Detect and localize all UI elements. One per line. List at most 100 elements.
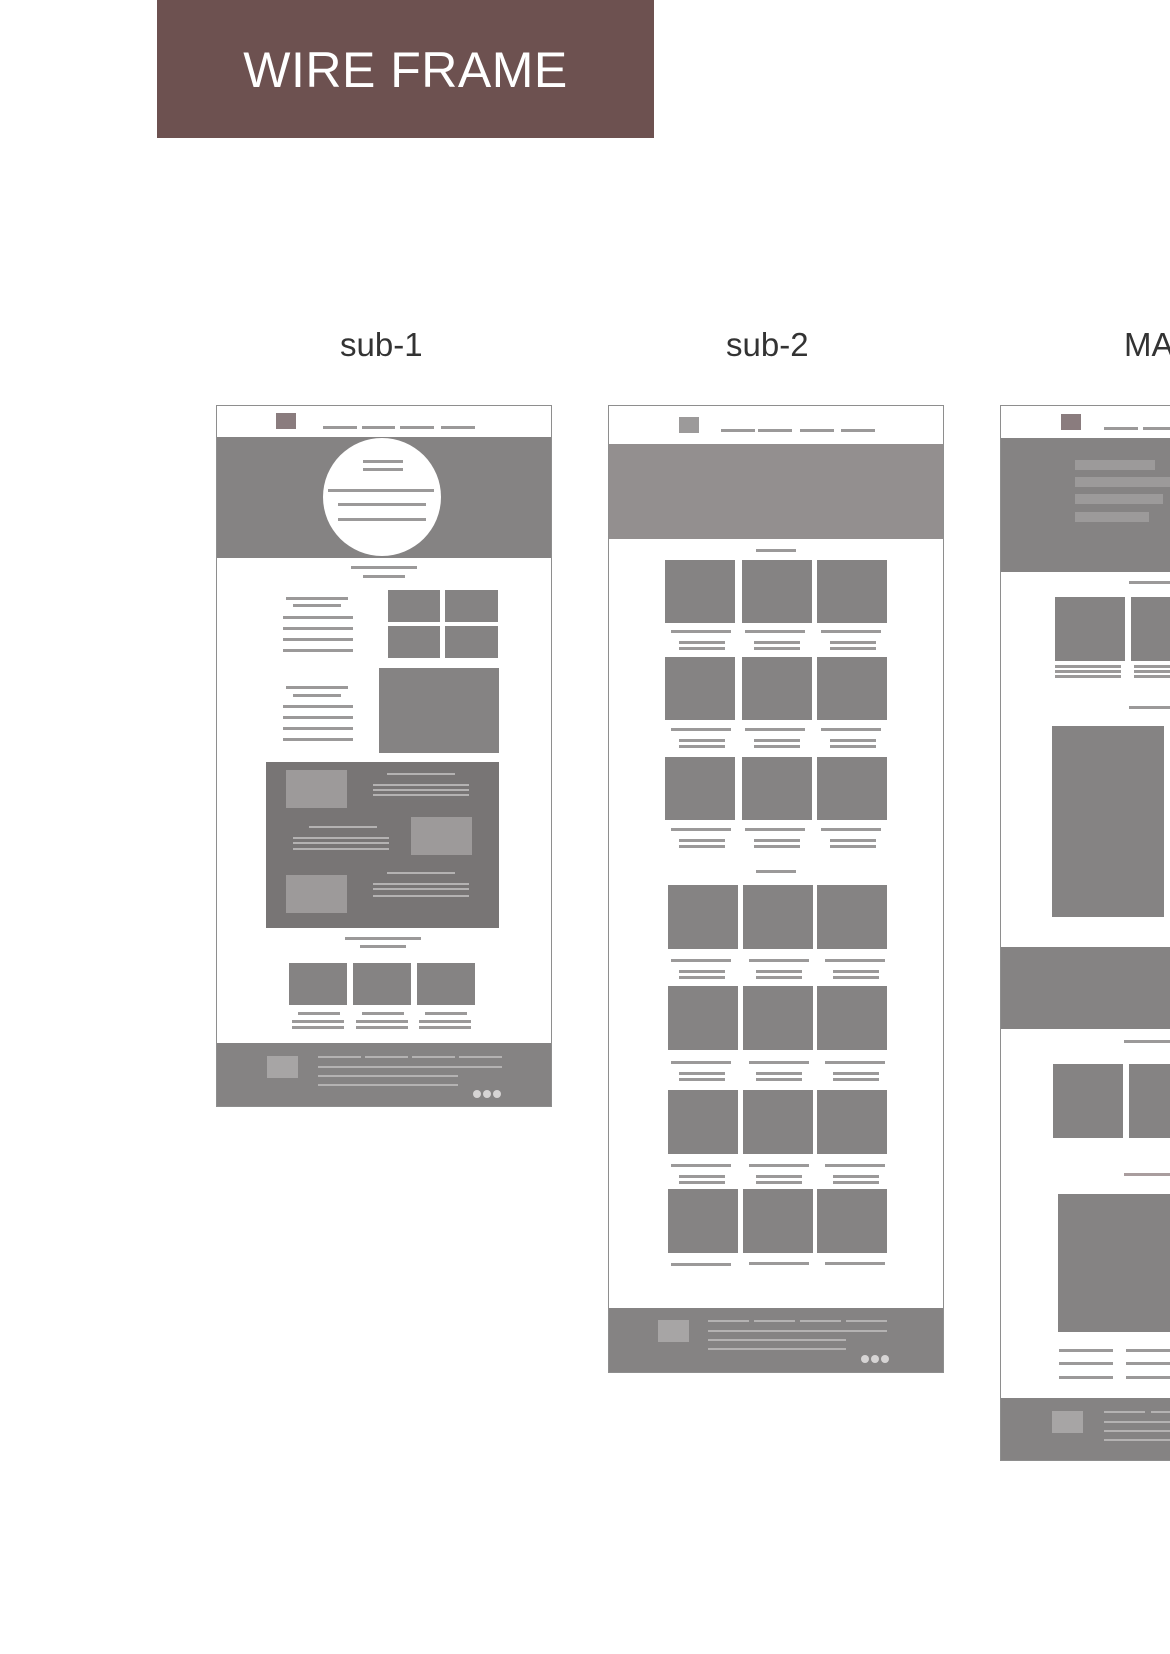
footer-line (318, 1056, 361, 1058)
product-line (671, 959, 731, 962)
footer-line (708, 1330, 887, 1332)
panel-image (411, 817, 472, 855)
text-line (1059, 1349, 1113, 1352)
product-image (665, 657, 735, 720)
footer-line (459, 1056, 502, 1058)
text-line (293, 604, 341, 607)
hero-line (363, 460, 403, 463)
footer-line (708, 1339, 846, 1341)
card-image (417, 963, 475, 1005)
product-image (817, 885, 887, 949)
footer-line (708, 1320, 749, 1322)
product-line (825, 1061, 885, 1064)
product-line (679, 845, 725, 848)
product-image (817, 1189, 887, 1253)
image-block (445, 590, 498, 622)
product-line (825, 959, 885, 962)
product-line (1055, 665, 1121, 668)
card-image (353, 963, 411, 1005)
product-image (817, 757, 887, 820)
text-line (283, 627, 353, 630)
product-line (749, 1164, 809, 1167)
panel-line (293, 837, 389, 839)
product-image (743, 1090, 813, 1154)
nav-line (400, 426, 434, 429)
panel-line (373, 784, 469, 786)
footer-line (708, 1348, 846, 1350)
product-line (745, 630, 805, 633)
product-line (749, 1262, 809, 1265)
text-line (283, 727, 353, 730)
product-image (817, 986, 887, 1050)
card-line (356, 1026, 408, 1029)
panel-line (373, 794, 469, 796)
product-line (833, 1181, 879, 1184)
text-line (283, 616, 353, 619)
product-line (756, 976, 802, 979)
product-line (833, 970, 879, 973)
product-image (668, 986, 738, 1050)
panel-line (293, 842, 389, 844)
section-title-line (360, 945, 406, 948)
footer-line (412, 1056, 455, 1058)
text-line (286, 686, 348, 689)
card-line (419, 1026, 471, 1029)
product-line (833, 976, 879, 979)
image-block (388, 590, 440, 622)
product-image (743, 1189, 813, 1253)
product-line (830, 845, 876, 848)
footer-line (1151, 1411, 1170, 1413)
panel-line (293, 848, 389, 850)
footer-logo (658, 1320, 689, 1342)
product-image (817, 560, 887, 623)
hero-line (338, 518, 426, 521)
panel-image (286, 875, 347, 913)
product-line (671, 828, 731, 831)
section-title-line (345, 937, 421, 940)
text-line (1059, 1376, 1113, 1379)
banner-band (1001, 947, 1170, 1029)
card-line (425, 1012, 467, 1015)
hero-line (1075, 477, 1170, 487)
panel-line (387, 773, 455, 775)
section-title-line (756, 870, 796, 873)
product-line (830, 839, 876, 842)
product-image (665, 560, 735, 623)
product-line (833, 1072, 879, 1075)
product-line (679, 976, 725, 979)
panel-line (309, 826, 377, 828)
card-line (356, 1020, 408, 1023)
social-icon (473, 1090, 481, 1098)
product-line (745, 728, 805, 731)
footer-line (318, 1084, 458, 1086)
footer-line (1104, 1439, 1170, 1441)
product-line (754, 845, 800, 848)
product-line (833, 1078, 879, 1081)
panel-image (286, 770, 347, 808)
product-line (679, 1175, 725, 1178)
hero-line (1075, 512, 1149, 522)
footer-line (365, 1056, 408, 1058)
logo-placeholder (1061, 414, 1081, 430)
footer-block (1001, 1398, 1170, 1460)
product-image (742, 657, 812, 720)
image-block (445, 626, 498, 658)
product-line (1134, 670, 1170, 673)
text-line (283, 649, 353, 652)
product-image (742, 560, 812, 623)
product-line (1055, 675, 1121, 678)
product-line (754, 739, 800, 742)
product-line (830, 641, 876, 644)
text-line (1126, 1349, 1170, 1352)
product-image (1131, 597, 1170, 661)
footer-logo (267, 1056, 298, 1078)
hero-line (328, 489, 434, 492)
text-line (293, 694, 341, 697)
product-line (749, 959, 809, 962)
product-line (754, 647, 800, 650)
section-title-line (1129, 706, 1170, 709)
hero-block (1001, 438, 1170, 572)
text-line (283, 716, 353, 719)
text-line (1126, 1362, 1170, 1365)
footer-line (318, 1066, 502, 1068)
